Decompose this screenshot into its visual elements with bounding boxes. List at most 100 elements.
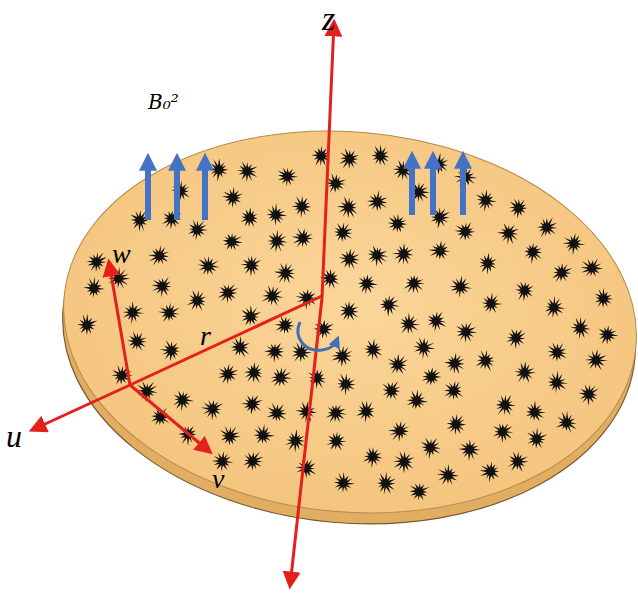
particle-star (295, 401, 317, 424)
particle-star (292, 228, 314, 247)
particle-star (377, 472, 396, 495)
particle-star (526, 401, 546, 422)
particle-star (482, 292, 502, 313)
particle-star (201, 400, 223, 421)
particle-star (493, 423, 514, 443)
particle-star (262, 285, 284, 306)
particle-star (508, 451, 529, 472)
particle-star (548, 343, 567, 362)
particle-star (340, 301, 359, 321)
particle-star (537, 217, 557, 237)
particle-star (400, 313, 421, 334)
particle-star (368, 246, 389, 268)
particle-star (285, 429, 305, 453)
particle-star (506, 328, 526, 349)
particle-star (241, 395, 263, 415)
particle-star (383, 381, 401, 400)
particle-star (148, 245, 169, 265)
particle-star (428, 241, 450, 260)
particle-star (444, 353, 465, 375)
disk-face (48, 108, 638, 537)
particle-star (585, 349, 608, 371)
z-axis (322, 22, 334, 298)
particle-star (410, 483, 430, 500)
particle-star (296, 459, 317, 479)
particle-star (267, 403, 287, 422)
field-arrows (148, 158, 463, 220)
particle-star (267, 229, 287, 252)
particle-star (444, 381, 464, 400)
particle-star (456, 322, 477, 343)
rotation-arrow (298, 322, 337, 350)
particle-star (599, 325, 619, 344)
particle-star (338, 249, 359, 270)
particle-star (364, 338, 383, 360)
particle-star (372, 144, 390, 166)
particle-star (151, 277, 171, 298)
particle-star (388, 353, 409, 374)
particle-star (496, 395, 516, 416)
particle-star (274, 263, 296, 283)
particle-star (253, 424, 275, 444)
particle-star (545, 296, 566, 318)
particle-star (223, 233, 243, 251)
particle-star (334, 472, 355, 492)
particle-star (237, 161, 258, 182)
particle-star (570, 316, 590, 339)
particle-star (595, 288, 614, 307)
radius-label: r (200, 322, 211, 350)
particle-star (404, 275, 425, 293)
axis-label: z (322, 2, 335, 36)
particle-star (524, 243, 542, 264)
particle-star (87, 252, 107, 272)
axis-label: v (212, 465, 224, 493)
particle-star (83, 276, 105, 298)
particle-star (580, 259, 603, 277)
particle-star (271, 367, 292, 387)
particle-star (497, 223, 519, 245)
particle-star (563, 233, 586, 255)
particle-star (218, 364, 238, 385)
particle-star (380, 295, 400, 317)
particle-star (222, 187, 243, 208)
w-axis (109, 262, 130, 385)
particle-star (337, 196, 358, 218)
particle-star (231, 336, 250, 358)
particle-star (334, 222, 352, 242)
v-axis (130, 385, 210, 452)
particle-star (198, 256, 220, 275)
particle-star (421, 437, 441, 459)
particle-star (331, 346, 353, 367)
particle-star (220, 426, 241, 446)
particle-star (158, 303, 180, 323)
particle-star (187, 290, 207, 311)
particle-star (123, 301, 145, 324)
particle-star (77, 314, 97, 336)
particle-star (387, 214, 407, 233)
particle-star (278, 168, 298, 187)
particle-star (241, 255, 262, 276)
particle-star (160, 340, 180, 361)
particle-star (476, 189, 498, 212)
particle-star (266, 203, 287, 226)
particle-star (218, 284, 238, 303)
particle-star (244, 362, 263, 383)
axis-label: u (6, 420, 22, 452)
particles (77, 144, 619, 500)
particle-star (515, 282, 534, 301)
particle-star (509, 198, 527, 218)
particle-star (548, 371, 569, 394)
particle-star (479, 253, 497, 275)
particle-star (326, 431, 347, 450)
particle-star (358, 274, 378, 294)
z-axis-lower (290, 298, 322, 586)
particle-star (241, 305, 261, 326)
particle-star (127, 331, 147, 351)
particle-star (450, 275, 473, 298)
particle-star (556, 411, 577, 434)
particle-star (209, 158, 228, 181)
particle-star (552, 263, 572, 283)
particle-star (243, 452, 263, 471)
particle-star (339, 148, 359, 169)
